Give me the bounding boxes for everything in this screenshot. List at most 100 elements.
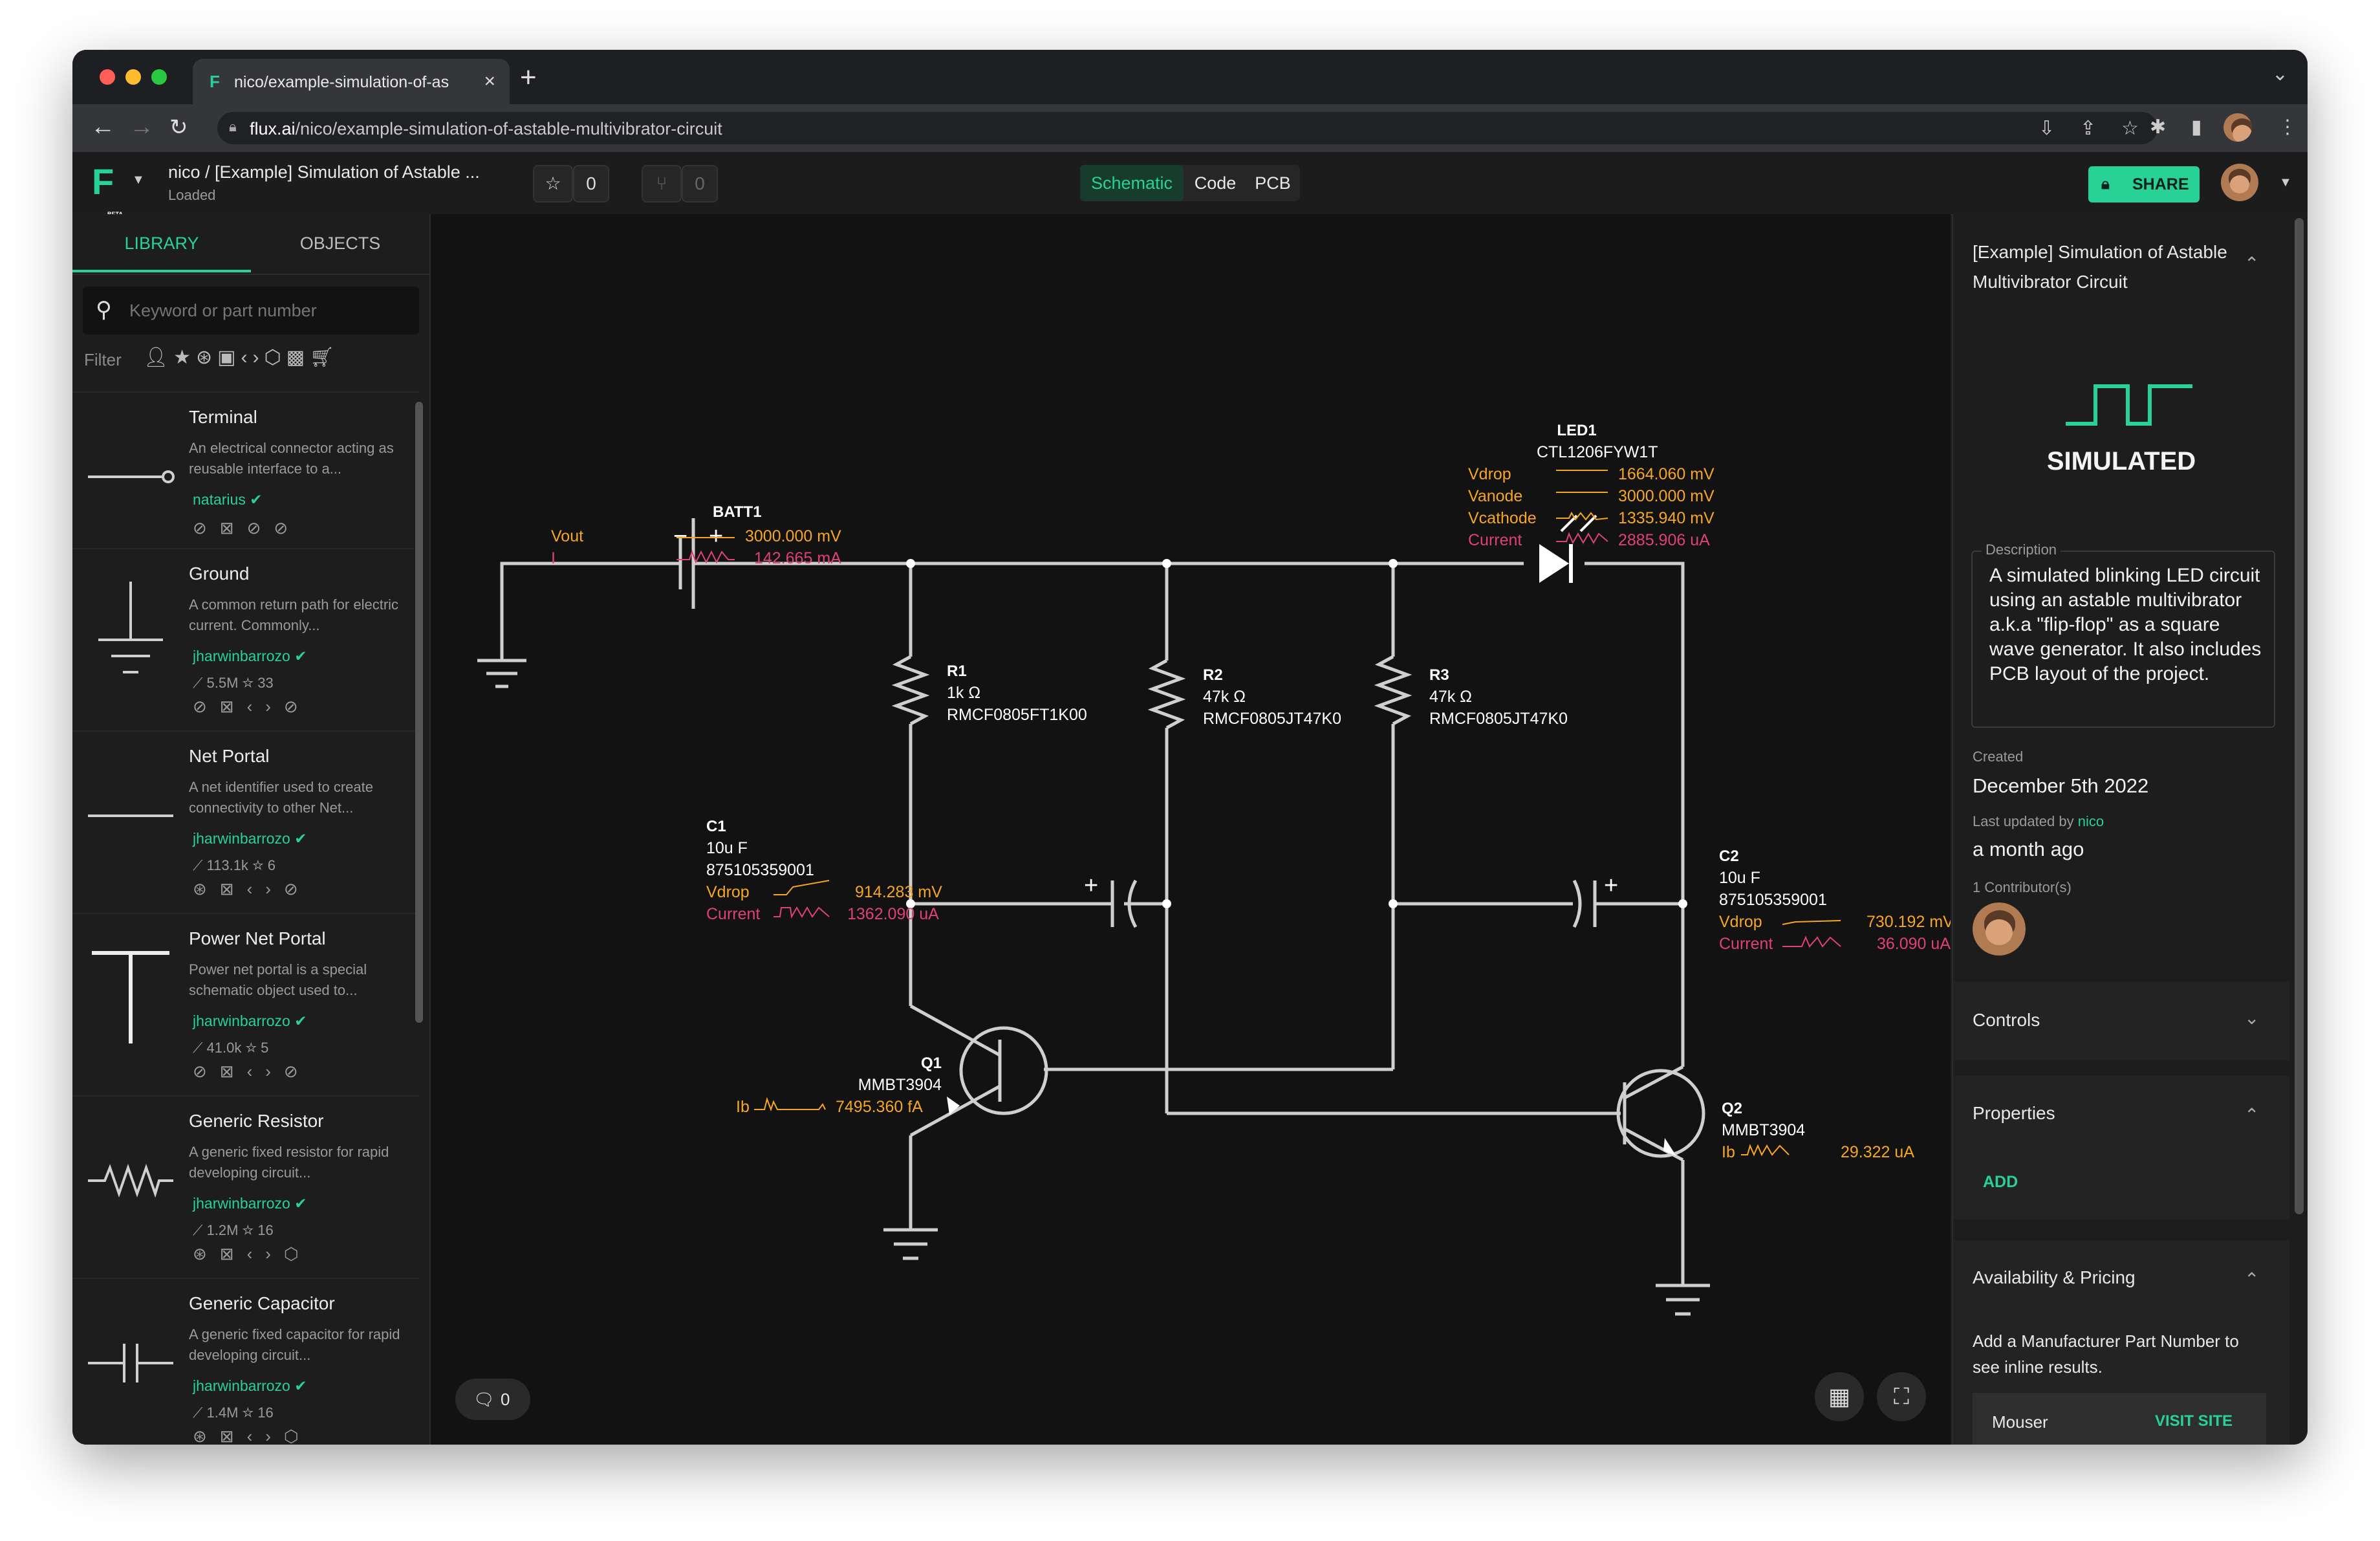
item-author[interactable]: jharwinbarrozo ✔ (193, 648, 307, 664)
browser-profile-avatar[interactable] (2223, 113, 2252, 142)
tab-pcb[interactable]: PCB (1255, 173, 1291, 193)
fork-button[interactable]: ⑂ (642, 165, 682, 202)
search-input[interactable] (128, 296, 409, 325)
c1-ref[interactable]: C1 (706, 818, 726, 835)
tab-code[interactable]: Code (1194, 173, 1237, 193)
share-page-icon[interactable]: ⇪ (2080, 118, 2097, 139)
properties-section[interactable]: Properties ⌃ ADD (1953, 1076, 2289, 1219)
updated-by-user[interactable]: nico (2077, 813, 2104, 829)
batt1-ref[interactable]: BATT1 (713, 503, 762, 521)
add-property-button[interactable]: ADD (1983, 1173, 2018, 1191)
library-item-generic-resistor[interactable]: Generic Resistor A generic fixed resisto… (72, 1095, 419, 1278)
item-name: Generic Resistor (189, 1111, 324, 1131)
q1-ref[interactable]: Q1 (921, 1055, 942, 1072)
filter-symbol-icon[interactable]: ▣ (217, 347, 241, 368)
new-tab-icon[interactable]: + (520, 61, 537, 93)
batt1-i-value: 142.665 mA (754, 549, 841, 567)
contributor-avatar[interactable] (1973, 902, 2026, 956)
schematic-canvas[interactable]: − + + + BATT1 Vout 3000.000 mV I 142.665… (431, 214, 1951, 1445)
c1-vdrop-label: Vdrop (706, 883, 750, 901)
star-button[interactable]: ☆ (533, 165, 573, 202)
controls-section[interactable]: Controls ⌄ (1953, 981, 2289, 1060)
r3-value: 47k Ω (1429, 688, 1472, 706)
close-tab-icon[interactable]: × (484, 71, 495, 92)
tab-search-chevron-icon[interactable]: ⌄ (2271, 63, 2288, 85)
grid-toggle-button[interactable]: ▦ (1815, 1372, 1864, 1421)
availability-section[interactable]: Availability & Pricing ⌃ Add a Manufactu… (1953, 1240, 2289, 1445)
item-name: Terminal (189, 407, 257, 427)
collapse-chevron-icon[interactable]: ⌃ (2244, 1269, 2260, 1289)
side-panel-icon[interactable]: ▮ (2191, 116, 2202, 138)
item-description: An electrical connector acting as reusab… (189, 440, 394, 477)
library-item-generic-capacitor[interactable]: Generic Capacitor A generic fixed capaci… (72, 1278, 419, 1445)
battery-minus-sign: − (673, 523, 687, 550)
search-field[interactable]: ⚲ (83, 287, 419, 334)
filter-code-icon[interactable]: ‹› (241, 347, 265, 368)
fullscreen-button[interactable]: ⛶ (1877, 1372, 1926, 1421)
filter-star-icon[interactable]: ★ (173, 347, 196, 368)
inspector-scrollbar[interactable] (2295, 218, 2304, 1214)
filter-cart-icon[interactable]: 🛒︎ (310, 347, 340, 368)
user-menu-chevron-icon[interactable]: ▼ (2279, 175, 2292, 190)
user-avatar[interactable] (2221, 164, 2258, 201)
maximize-window-icon[interactable] (151, 69, 167, 85)
extensions-puzzle-icon[interactable]: ✱ (2150, 116, 2167, 138)
browser-tab[interactable]: F nico/example-simulation-of-as × (193, 59, 510, 104)
item-author[interactable]: jharwinbarrozo ✔ (193, 1012, 307, 1029)
collapse-chevron-icon[interactable]: ⌃ (2244, 254, 2260, 274)
library-scrollbar[interactable] (415, 402, 423, 1023)
comments-button[interactable]: 🗨︎ 0 (455, 1379, 530, 1420)
share-button[interactable]: 🔒︎ SHARE (2088, 166, 2200, 202)
c2-ref[interactable]: C2 (1719, 847, 1739, 865)
item-author[interactable]: natarius ✔ (193, 491, 263, 508)
minimize-window-icon[interactable] (125, 69, 141, 85)
item-author[interactable]: jharwinbarrozo ✔ (193, 1377, 307, 1394)
address-bar[interactable]: 🔒︎ flux.ai/nico/example-simulation-of-as… (217, 112, 2158, 144)
q1-ib-label: Ib (736, 1098, 750, 1116)
forward-arrow-icon[interactable]: → (129, 113, 154, 140)
led1-part: CTL1206FYW1T (1537, 443, 1658, 461)
flux-logo-icon[interactable]: FBETA (92, 161, 123, 217)
created-date: December 5th 2022 (1973, 774, 2149, 797)
collapse-chevron-icon[interactable]: ⌃ (2244, 1105, 2260, 1125)
filter-icons[interactable]: 👤︎★⊛▣‹›⬡▩🛒︎ (144, 346, 340, 369)
item-asset-icons: ⊘⊠‹›⊘ (193, 697, 311, 716)
close-window-icon[interactable] (100, 69, 115, 85)
visit-site-button[interactable]: VISIT SITE (2155, 1412, 2233, 1430)
tab-library[interactable]: LIBRARY (72, 214, 251, 272)
led1-ref[interactable]: LED1 (1557, 422, 1596, 439)
led1-vdrop-label: Vdrop (1468, 465, 1511, 483)
tab-schematic[interactable]: Schematic (1080, 165, 1184, 201)
battery-plus-sign: + (709, 523, 723, 550)
tab-objects[interactable]: OBJECTS (299, 234, 381, 253)
r2-ref[interactable]: R2 (1203, 666, 1223, 684)
browser-menu-icon[interactable]: ⋮ (2278, 116, 2297, 138)
install-app-icon[interactable]: ⇩ (2039, 118, 2055, 139)
filter-chip-icon[interactable]: ⊛ (196, 347, 218, 368)
bookmark-star-icon[interactable]: ☆ (2121, 118, 2139, 139)
filter-image-icon[interactable]: ▩ (286, 347, 310, 368)
c2-vdrop-value: 730.192 mV (1866, 913, 1951, 931)
project-title[interactable]: nico / [Example] Simulation of Astable .… (168, 162, 480, 182)
item-author[interactable]: jharwinbarrozo ✔ (193, 830, 307, 847)
filter-3d-icon[interactable]: ⬡ (264, 347, 287, 368)
item-author[interactable]: jharwinbarrozo ✔ (193, 1195, 307, 1212)
reload-icon[interactable]: ↻ (169, 115, 188, 140)
q2-ref[interactable]: Q2 (1722, 1100, 1742, 1117)
schematic-drawing[interactable]: − + + + BATT1 Vout 3000.000 mV I 142.665… (431, 214, 1951, 1445)
r3-ref[interactable]: R3 (1429, 666, 1449, 684)
item-asset-icons: ⊘⊠‹›⊘ (193, 1062, 311, 1081)
description-text: A simulated blinking LED circuit using a… (1989, 565, 2262, 684)
library-item-net-portal[interactable]: Net Portal A net identifier used to crea… (72, 730, 419, 913)
c2-vdrop-label: Vdrop (1719, 913, 1762, 931)
expand-chevron-icon[interactable]: ⌄ (2244, 1008, 2260, 1028)
back-arrow-icon[interactable]: ← (91, 113, 115, 140)
power-net-preview-icon (92, 951, 169, 1044)
library-item-power-net-portal[interactable]: Power Net Portal Power net portal is a s… (72, 913, 419, 1095)
r1-ref[interactable]: R1 (947, 662, 967, 680)
filter-user-icon[interactable]: 👤︎ (144, 347, 174, 368)
logo-menu-chevron-icon[interactable]: ▼ (132, 173, 145, 187)
library-item-terminal[interactable]: Terminal An electrical connector acting … (72, 391, 419, 574)
library-item-ground[interactable]: Ground A common return path for electric… (72, 548, 419, 730)
description-box[interactable]: Description A simulated blinking LED cir… (1971, 541, 2275, 728)
